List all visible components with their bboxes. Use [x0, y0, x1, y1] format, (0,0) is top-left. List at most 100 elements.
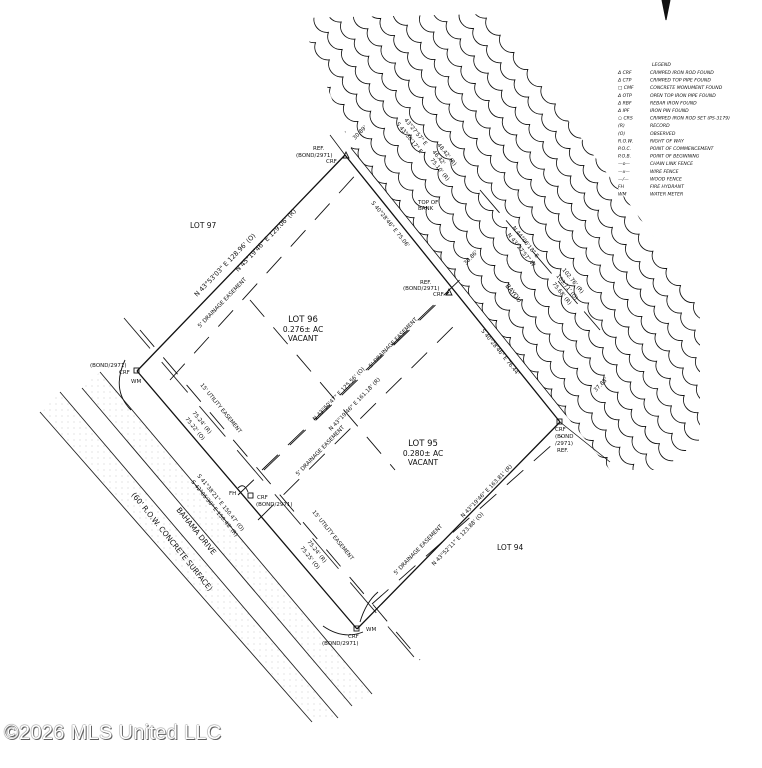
legend-symbol: Δ RBF: [617, 100, 632, 106]
crf-marker-midwest: [247, 492, 254, 499]
legend-symbol: ○ CRS: [618, 116, 633, 122]
se-bearing-record: N 43°19'46" E 163.81' (R): [460, 464, 514, 519]
legend-symbol: Δ CRF: [617, 70, 632, 76]
top-of-bank-label: TOP OF: [417, 200, 438, 206]
watermark: ©2026 MLS United LLC: [4, 722, 222, 744]
top-bond: (BOND/2971): [296, 153, 333, 159]
bayou-wave-line: [300, 14, 700, 441]
east-ref: REF.: [557, 448, 569, 454]
crf-marker-south: [353, 625, 360, 632]
west-crf: CRF: [119, 370, 130, 376]
mid-bond: (BOND/2971): [403, 286, 440, 292]
legend-title: LEGEND: [652, 62, 671, 68]
legend-symbol: Δ OTP: [617, 93, 632, 99]
lot-95-area: 0.280± AC: [403, 449, 443, 458]
mid-crf: CRF: [433, 292, 444, 298]
south-crf: CRF: [348, 634, 359, 640]
se-drainage-easement: 5' DRAINAGE EASEMENT: [393, 523, 444, 576]
west-wm: WM: [131, 379, 141, 385]
lot-97-label: LOT 97: [190, 221, 217, 230]
crf-marker-west: [133, 367, 140, 374]
south-bond: (BOND/2971): [322, 641, 359, 647]
top-ref: REF.: [313, 146, 325, 152]
bayou-wave-line: [300, 14, 687, 451]
legend-symbol: Δ CTP: [617, 78, 632, 84]
legend-label: REBAR IRON FOUND: [650, 100, 697, 106]
bayou-wave-line: [300, 14, 674, 462]
legend-label: WATER METER: [650, 192, 683, 198]
ne-lower-bearing: S 40°28'46" E 76.44': [479, 328, 520, 376]
lot-95-status: VACANT: [408, 458, 439, 467]
legend-symbol: FH: [618, 184, 625, 190]
bayou-wave-line: [300, 14, 700, 410]
legend-symbol: (R): [618, 123, 625, 129]
legend-symbol: —/—: [618, 176, 629, 182]
bayou-wave-line: [300, 14, 661, 470]
fire-hydrant-label: FH: [229, 491, 236, 497]
bayou-wave-line: [300, 14, 700, 420]
crf-marker-mid: [445, 287, 453, 296]
top-of-bank-label-2: BANK: [418, 206, 434, 212]
ne-upper-bearing: S 40°28'46" E 75.06': [369, 200, 410, 248]
legend-label: POINT OF BEGINNING: [650, 154, 700, 160]
bayou-wave-line: [300, 14, 635, 470]
legend-label: WOOD FENCE: [650, 176, 682, 182]
bayou-wave-line: [300, 14, 700, 431]
bayou-wave-line: [307, 14, 700, 400]
lot-94-label: LOT 94: [497, 543, 524, 552]
mid-ref: REF.: [420, 280, 432, 286]
legend-label: CRIMPED IRON ROD FOUND: [650, 70, 714, 76]
legend-symbol: —o—: [618, 162, 630, 167]
top-crf: CRF: [326, 159, 337, 165]
legend-symbol: (O): [618, 131, 625, 137]
legend-symbol: Δ IPF: [617, 108, 630, 114]
legend-symbol: P.O.C.: [618, 146, 631, 152]
legend: LEGEND Δ CRF CRIMPED IRON ROD FOUND Δ CTP C…: [617, 62, 730, 198]
legend-symbol: P.O.B.: [618, 154, 631, 160]
se-bearing-observed: N 43°52'11" E 123.88' (O): [431, 512, 485, 568]
legend-label: RIGHT OF WAY: [650, 138, 685, 144]
legend-symbol: —x—: [618, 170, 630, 175]
top-distance: 30.89': [352, 125, 368, 142]
nw-bearing-observed: N 43°53'03" E 128.96' (O): [193, 232, 258, 299]
bahama-drive-road: [39, 317, 421, 723]
east-bond-2: /2971): [555, 441, 573, 447]
bayou-label: BAYOU: [503, 282, 523, 304]
legend-label: IRON PIN FOUND: [650, 108, 689, 114]
legend-symbol: WM: [618, 192, 627, 198]
legend-label: FIRE HYDRANT: [650, 184, 685, 190]
legend-label: CRIMPED IRON ROD SET (PS-3179): [650, 116, 730, 122]
legend-label: RECORD: [650, 123, 670, 129]
west-bond: (BOND/2971): [90, 363, 127, 369]
legend-label: POINT OF COMMENCEMENT: [650, 146, 715, 152]
legend-symbol: R.O.W.: [618, 138, 633, 144]
midwest-crf: CRF: [257, 495, 268, 501]
survey-points: [118, 150, 563, 636]
lot-95-block: LOT 95 0.280± AC VACANT: [403, 439, 443, 467]
crf-marker-north: [342, 150, 350, 159]
lot-96-label: LOT 96: [288, 315, 318, 325]
legend-label: CHAIN LINK FENCE: [650, 161, 693, 167]
ne-distance-37: 37.88': [593, 377, 609, 394]
north-arrow-icon: [661, 0, 671, 21]
midwest-bond: (BOND/2971): [256, 502, 293, 508]
easement-lines: [139, 169, 601, 661]
crf-marker-east: [556, 418, 563, 425]
bayou-wave-line: [333, 14, 700, 379]
legend-label: OBSERVED: [650, 131, 676, 137]
lot-96-block: LOT 96 0.276± AC VACANT: [283, 315, 323, 343]
east-bond: (BOND: [555, 434, 574, 440]
legend-label: OPEN TOP IRON PIPE FOUND: [650, 93, 716, 99]
legend-label: CRIMPED TOP PIPE FOUND: [650, 78, 711, 84]
lot-96-status: VACANT: [288, 334, 319, 343]
div-bearing-observed: N 43°50'47" E 125.56' (O): [312, 367, 366, 423]
lot-95-label: LOT 95: [408, 439, 438, 449]
bayou-wave-line: [300, 14, 648, 470]
fence-arc-west: [118, 359, 132, 411]
east-crf: CRF: [555, 427, 566, 433]
legend-label: WIRE FENCE: [650, 169, 679, 175]
legend-symbol: □ CMF: [618, 85, 634, 91]
bayou-wave-line: [320, 14, 700, 389]
div-drainage-easement-top: 5' DRAINAGE EASEMENT: [368, 316, 419, 369]
